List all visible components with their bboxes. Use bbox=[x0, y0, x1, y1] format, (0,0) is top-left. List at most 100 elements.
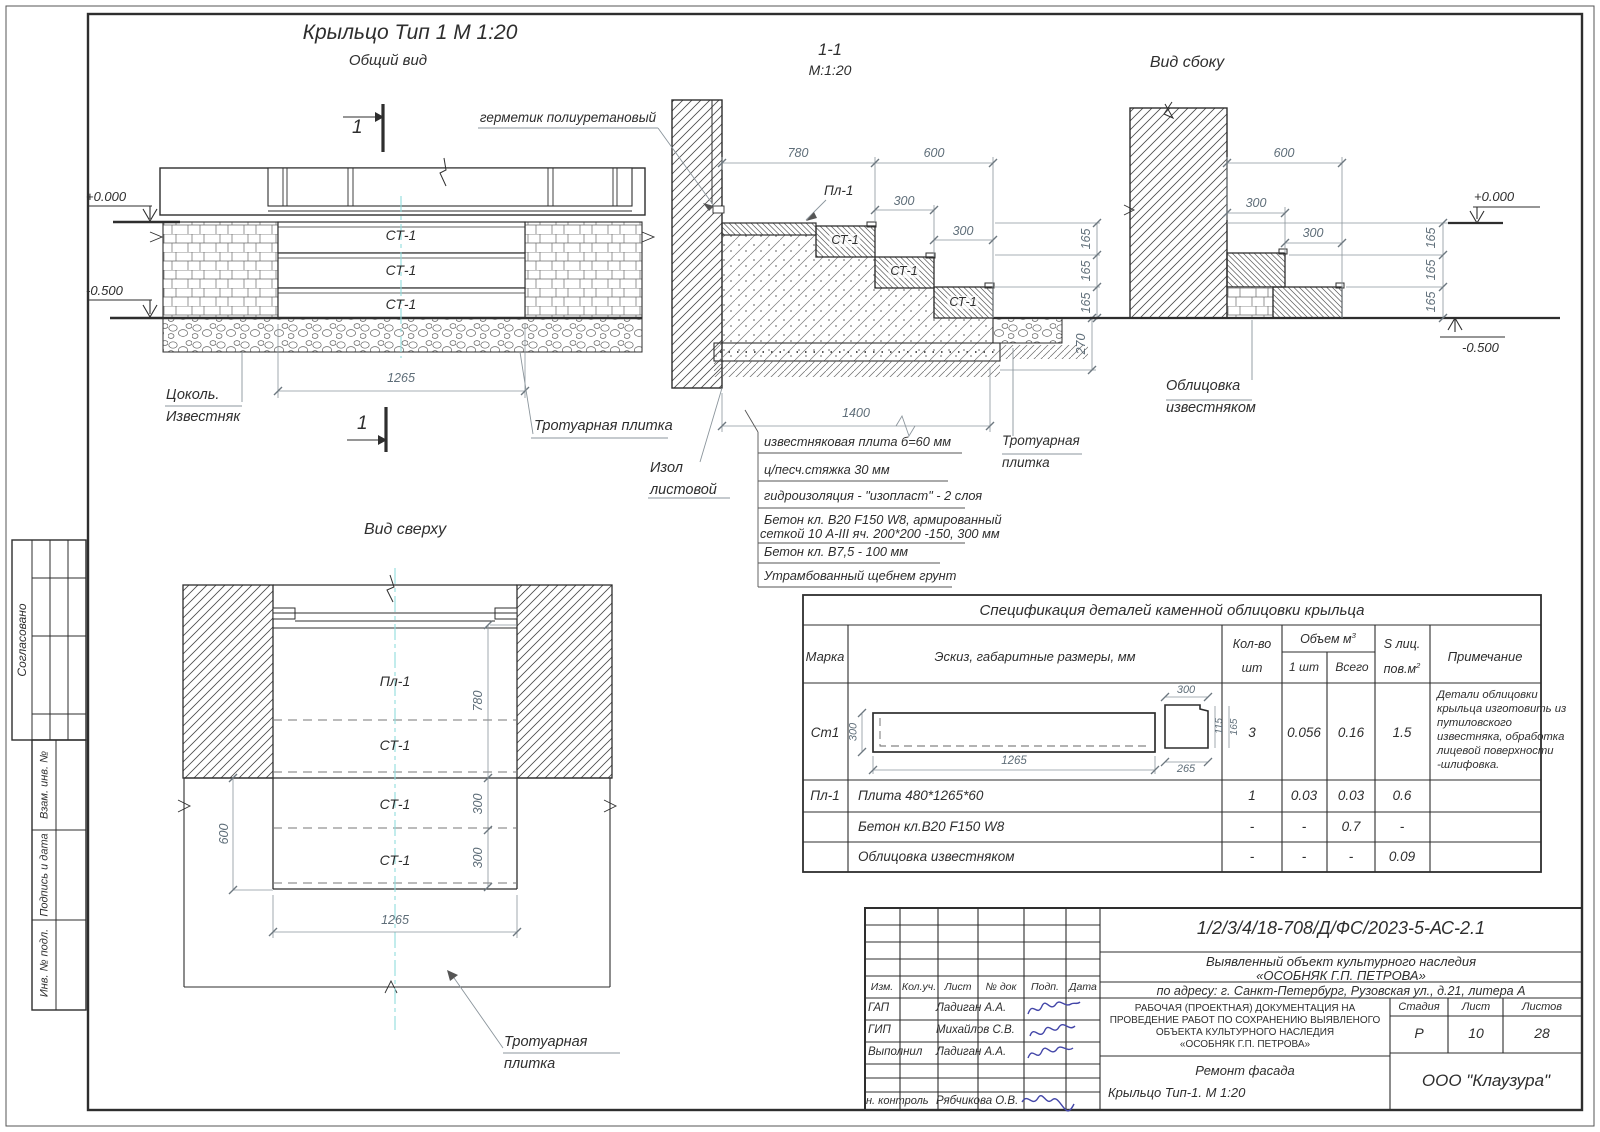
signatures bbox=[1021, 1001, 1081, 1112]
doc-number: 1/2/3/4/18-708/Д/ФС/2023-5-АС-2.1 bbox=[1196, 918, 1486, 938]
spec-table-title: Спецификация деталей каменной облицовки … bbox=[979, 602, 1365, 619]
row2-v1: 0.03 bbox=[1290, 788, 1318, 803]
col-vall: Всего bbox=[1335, 660, 1369, 674]
page-title: Крыльцо Тип 1 М 1:20 bbox=[302, 21, 518, 44]
front-level-bottom: -0.500 bbox=[86, 283, 123, 298]
sidebar-podpis: Подпись и дата bbox=[38, 833, 51, 917]
row3-s: - bbox=[1399, 819, 1405, 834]
row1-qty: 3 bbox=[1248, 725, 1256, 740]
row2-s: 0.6 bbox=[1392, 788, 1412, 803]
row1-marka: Ст1 bbox=[810, 725, 840, 740]
col-sketch: Эскиз, габаритные размеры, мм bbox=[934, 649, 1136, 664]
top-dim-780: 780 bbox=[470, 690, 485, 712]
row3-vall: 0.7 bbox=[1341, 819, 1361, 834]
top-paving-label-2: плитка bbox=[504, 1056, 556, 1072]
section-pl1-label: Пл-1 bbox=[824, 183, 854, 198]
section-scale: М:1:20 bbox=[808, 62, 852, 78]
section-step-label-3: СТ-1 bbox=[947, 295, 979, 309]
section-dim-165a: 165 bbox=[1078, 228, 1093, 250]
note-line-1: известняковая плита б=60 мм bbox=[764, 434, 952, 449]
section-dim-300a: 300 bbox=[893, 194, 915, 208]
section-paving-label-1: Тротуарная bbox=[1002, 433, 1080, 448]
sketch-dim-115: 115 bbox=[1214, 718, 1225, 734]
row2-marka: Пл-1 bbox=[810, 788, 840, 803]
front-paving-label: Тротуарная плитка bbox=[534, 418, 673, 434]
section-paving-label-2: плитка bbox=[1002, 455, 1050, 470]
row1-v1: 0.056 bbox=[1287, 725, 1321, 740]
row1-note-4: известняка, обработка bbox=[1437, 731, 1565, 743]
sidebar-vzam: Взам. инв. № bbox=[38, 750, 51, 820]
col-volume-sup: 3 bbox=[1351, 631, 1356, 640]
object-address: по адресу: г. Санкт-Петербург, Рузовская… bbox=[1156, 984, 1526, 998]
row2-vall: 0.03 bbox=[1337, 788, 1365, 803]
tb-h-koluch: Кол.уч. bbox=[901, 981, 937, 993]
tb-doc-text-2: ПРОВЕДЕНИЕ РАБОТ ПО СОХРАНЕНИЮ ВЫЯВЛЕНОГ… bbox=[1109, 1015, 1381, 1026]
side-dim-165b: 165 bbox=[1423, 259, 1438, 281]
tb-h-data: Дата bbox=[1069, 981, 1097, 993]
izol-label-1: Изол bbox=[650, 460, 683, 476]
side-view-title: Вид сбоку bbox=[1149, 54, 1225, 71]
col-v1: 1 шт bbox=[1289, 660, 1319, 674]
front-dim-1265: 1265 bbox=[387, 371, 415, 385]
top-view-title: Вид сверху bbox=[363, 521, 447, 538]
row2-qty: 1 bbox=[1248, 788, 1256, 803]
section-dim-165b: 165 bbox=[1078, 260, 1093, 282]
tb-doc-text-1: РАБОЧАЯ (ПРОЕКТНАЯ) ДОКУМЕНТАЦИЯ НА bbox=[1134, 1003, 1356, 1014]
section-dim-600: 600 bbox=[923, 146, 945, 160]
front-view-linework bbox=[88, 104, 668, 452]
top-dim-600: 600 bbox=[216, 823, 231, 845]
top-dim-300a: 300 bbox=[470, 793, 485, 815]
row1-s: 1.5 bbox=[1392, 725, 1412, 740]
tb-role-2: ГИП bbox=[868, 1024, 891, 1036]
tb-name-3: Ладиган А.А. bbox=[936, 1046, 1007, 1058]
tb-h-list: Лист bbox=[944, 981, 972, 993]
row1-note-6: -шлифовка. bbox=[1437, 759, 1500, 771]
top-step-label-3: СТ-1 bbox=[379, 852, 411, 868]
section-mark-bottom-label: 1 bbox=[357, 413, 368, 434]
front-plinth-label-1: Цоколь. bbox=[166, 387, 220, 403]
sketch-dim-300p: 300 bbox=[1176, 684, 1196, 696]
tb-sheets-label: Листов bbox=[1521, 1001, 1563, 1013]
front-level-top: +0.000 bbox=[86, 189, 127, 204]
col-s-1: S лиц. bbox=[1383, 637, 1421, 651]
section-dim-780: 780 bbox=[787, 146, 809, 160]
section-dim-270: 270 bbox=[1073, 333, 1088, 355]
sketch-dim-300h: 300 bbox=[847, 722, 860, 742]
col-qty-2: шт bbox=[1241, 661, 1263, 675]
section-dim-300b: 300 bbox=[952, 224, 974, 238]
row1-note-3: путиловского bbox=[1437, 717, 1512, 729]
row1-note-5: лицевой поверхности bbox=[1437, 745, 1554, 757]
col-note: Примечание bbox=[1447, 649, 1523, 664]
top-view-linework bbox=[177, 568, 620, 1054]
tb-h-ndok: № док bbox=[985, 981, 1017, 993]
side-dim-300a: 300 bbox=[1245, 196, 1267, 210]
section-dim-1400: 1400 bbox=[842, 406, 870, 420]
tb-stage-value: Р bbox=[1414, 1025, 1424, 1041]
top-step-label-1: СТ-1 bbox=[379, 737, 411, 753]
tb-name-1: Ладиган А.А. bbox=[936, 1002, 1007, 1014]
note-line-2: ц/песч.стяжка 30 мм bbox=[764, 462, 890, 477]
side-dim-600: 600 bbox=[1273, 146, 1295, 160]
row2-desc: Плита 480*1265*60 bbox=[858, 788, 984, 803]
col-marka: Марка bbox=[805, 649, 845, 664]
note-line-6: Бетон кл. В7,5 - 100 мм bbox=[764, 544, 909, 559]
top-step-label-2: СТ-1 bbox=[379, 796, 411, 812]
sketch-dim-165: 165 bbox=[1229, 718, 1240, 736]
page-subtitle: Общий вид bbox=[348, 52, 428, 69]
tb-h-izm: Изм. bbox=[870, 981, 894, 993]
top-pl1-label: Пл-1 bbox=[379, 673, 411, 689]
tb-name-2: Михайлов С.В. bbox=[936, 1024, 1015, 1036]
row4-v1: - bbox=[1301, 849, 1307, 864]
sidebar-soglasovano: Согласовано bbox=[15, 603, 29, 677]
section-step-label-1: СТ-1 bbox=[829, 233, 861, 247]
side-view-linework bbox=[1090, 101, 1560, 401]
tb-sheet-label: Лист bbox=[1461, 1001, 1491, 1013]
tb-company: ООО "Клаузура" bbox=[1421, 1071, 1551, 1090]
col-s-2: пов.м2 bbox=[1383, 661, 1421, 677]
tb-role-4: н. контроль bbox=[866, 1095, 929, 1107]
sketch-dim-265: 265 bbox=[1176, 763, 1196, 775]
side-dim-165c: 165 bbox=[1423, 291, 1438, 313]
col-volume: Объем м3 bbox=[1300, 631, 1356, 647]
izol-label-2: листовой bbox=[650, 482, 717, 498]
